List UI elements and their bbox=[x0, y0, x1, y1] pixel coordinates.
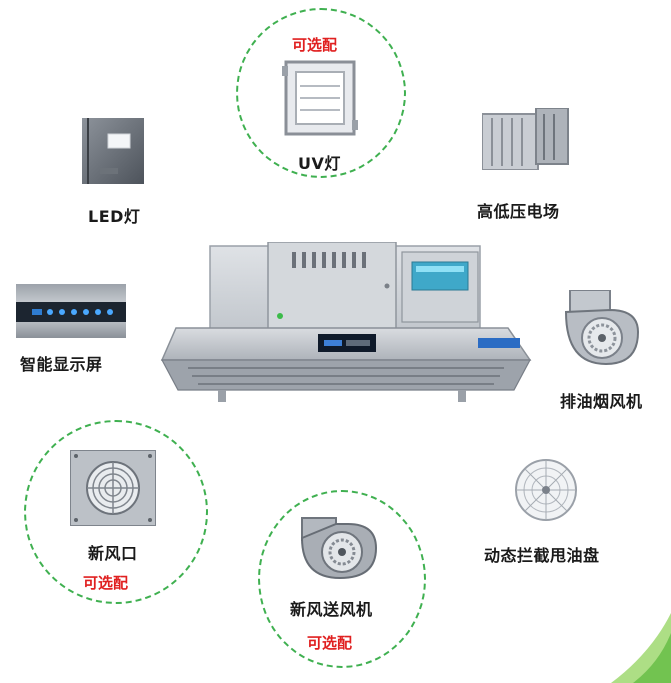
corner-decoration bbox=[611, 613, 671, 683]
range-hood-icon bbox=[160, 242, 532, 402]
fresh-air-inlet-label: 新风口 bbox=[88, 544, 138, 563]
fresh-air-inlet-circle bbox=[24, 420, 208, 604]
smart-display-icon bbox=[16, 284, 126, 338]
exhaust-fan-label: 排油烟风机 bbox=[560, 392, 643, 411]
fresh-air-blower-icon bbox=[300, 517, 378, 580]
dynamic-interceptor-label: 动态拦截甩油盘 bbox=[484, 546, 600, 565]
uv-lamp-optional-note: 可选配 bbox=[292, 36, 338, 54]
fresh-air-vent-icon bbox=[70, 450, 156, 526]
fresh-air-fan-optional-note: 可选配 bbox=[307, 634, 353, 652]
exhaust-fan-icon bbox=[564, 290, 640, 366]
fresh-air-inlet-optional-note: 可选配 bbox=[83, 574, 129, 592]
uv-lamp-circle bbox=[236, 8, 406, 178]
hv-field-label: 高低压电场 bbox=[477, 202, 560, 221]
uv-lamp-label: UV灯 bbox=[298, 154, 341, 173]
fresh-air-fan-circle bbox=[258, 490, 426, 668]
led-lamp-label: LED灯 bbox=[88, 207, 141, 226]
hv-field-module-icon bbox=[482, 108, 569, 170]
uv-lamp-frame-icon bbox=[282, 60, 358, 136]
led-panel-icon bbox=[82, 118, 144, 184]
smart-display-label: 智能显示屏 bbox=[20, 355, 103, 374]
fresh-air-fan-label: 新风送风机 bbox=[290, 600, 373, 619]
oil-fan-disc-icon bbox=[515, 459, 577, 521]
